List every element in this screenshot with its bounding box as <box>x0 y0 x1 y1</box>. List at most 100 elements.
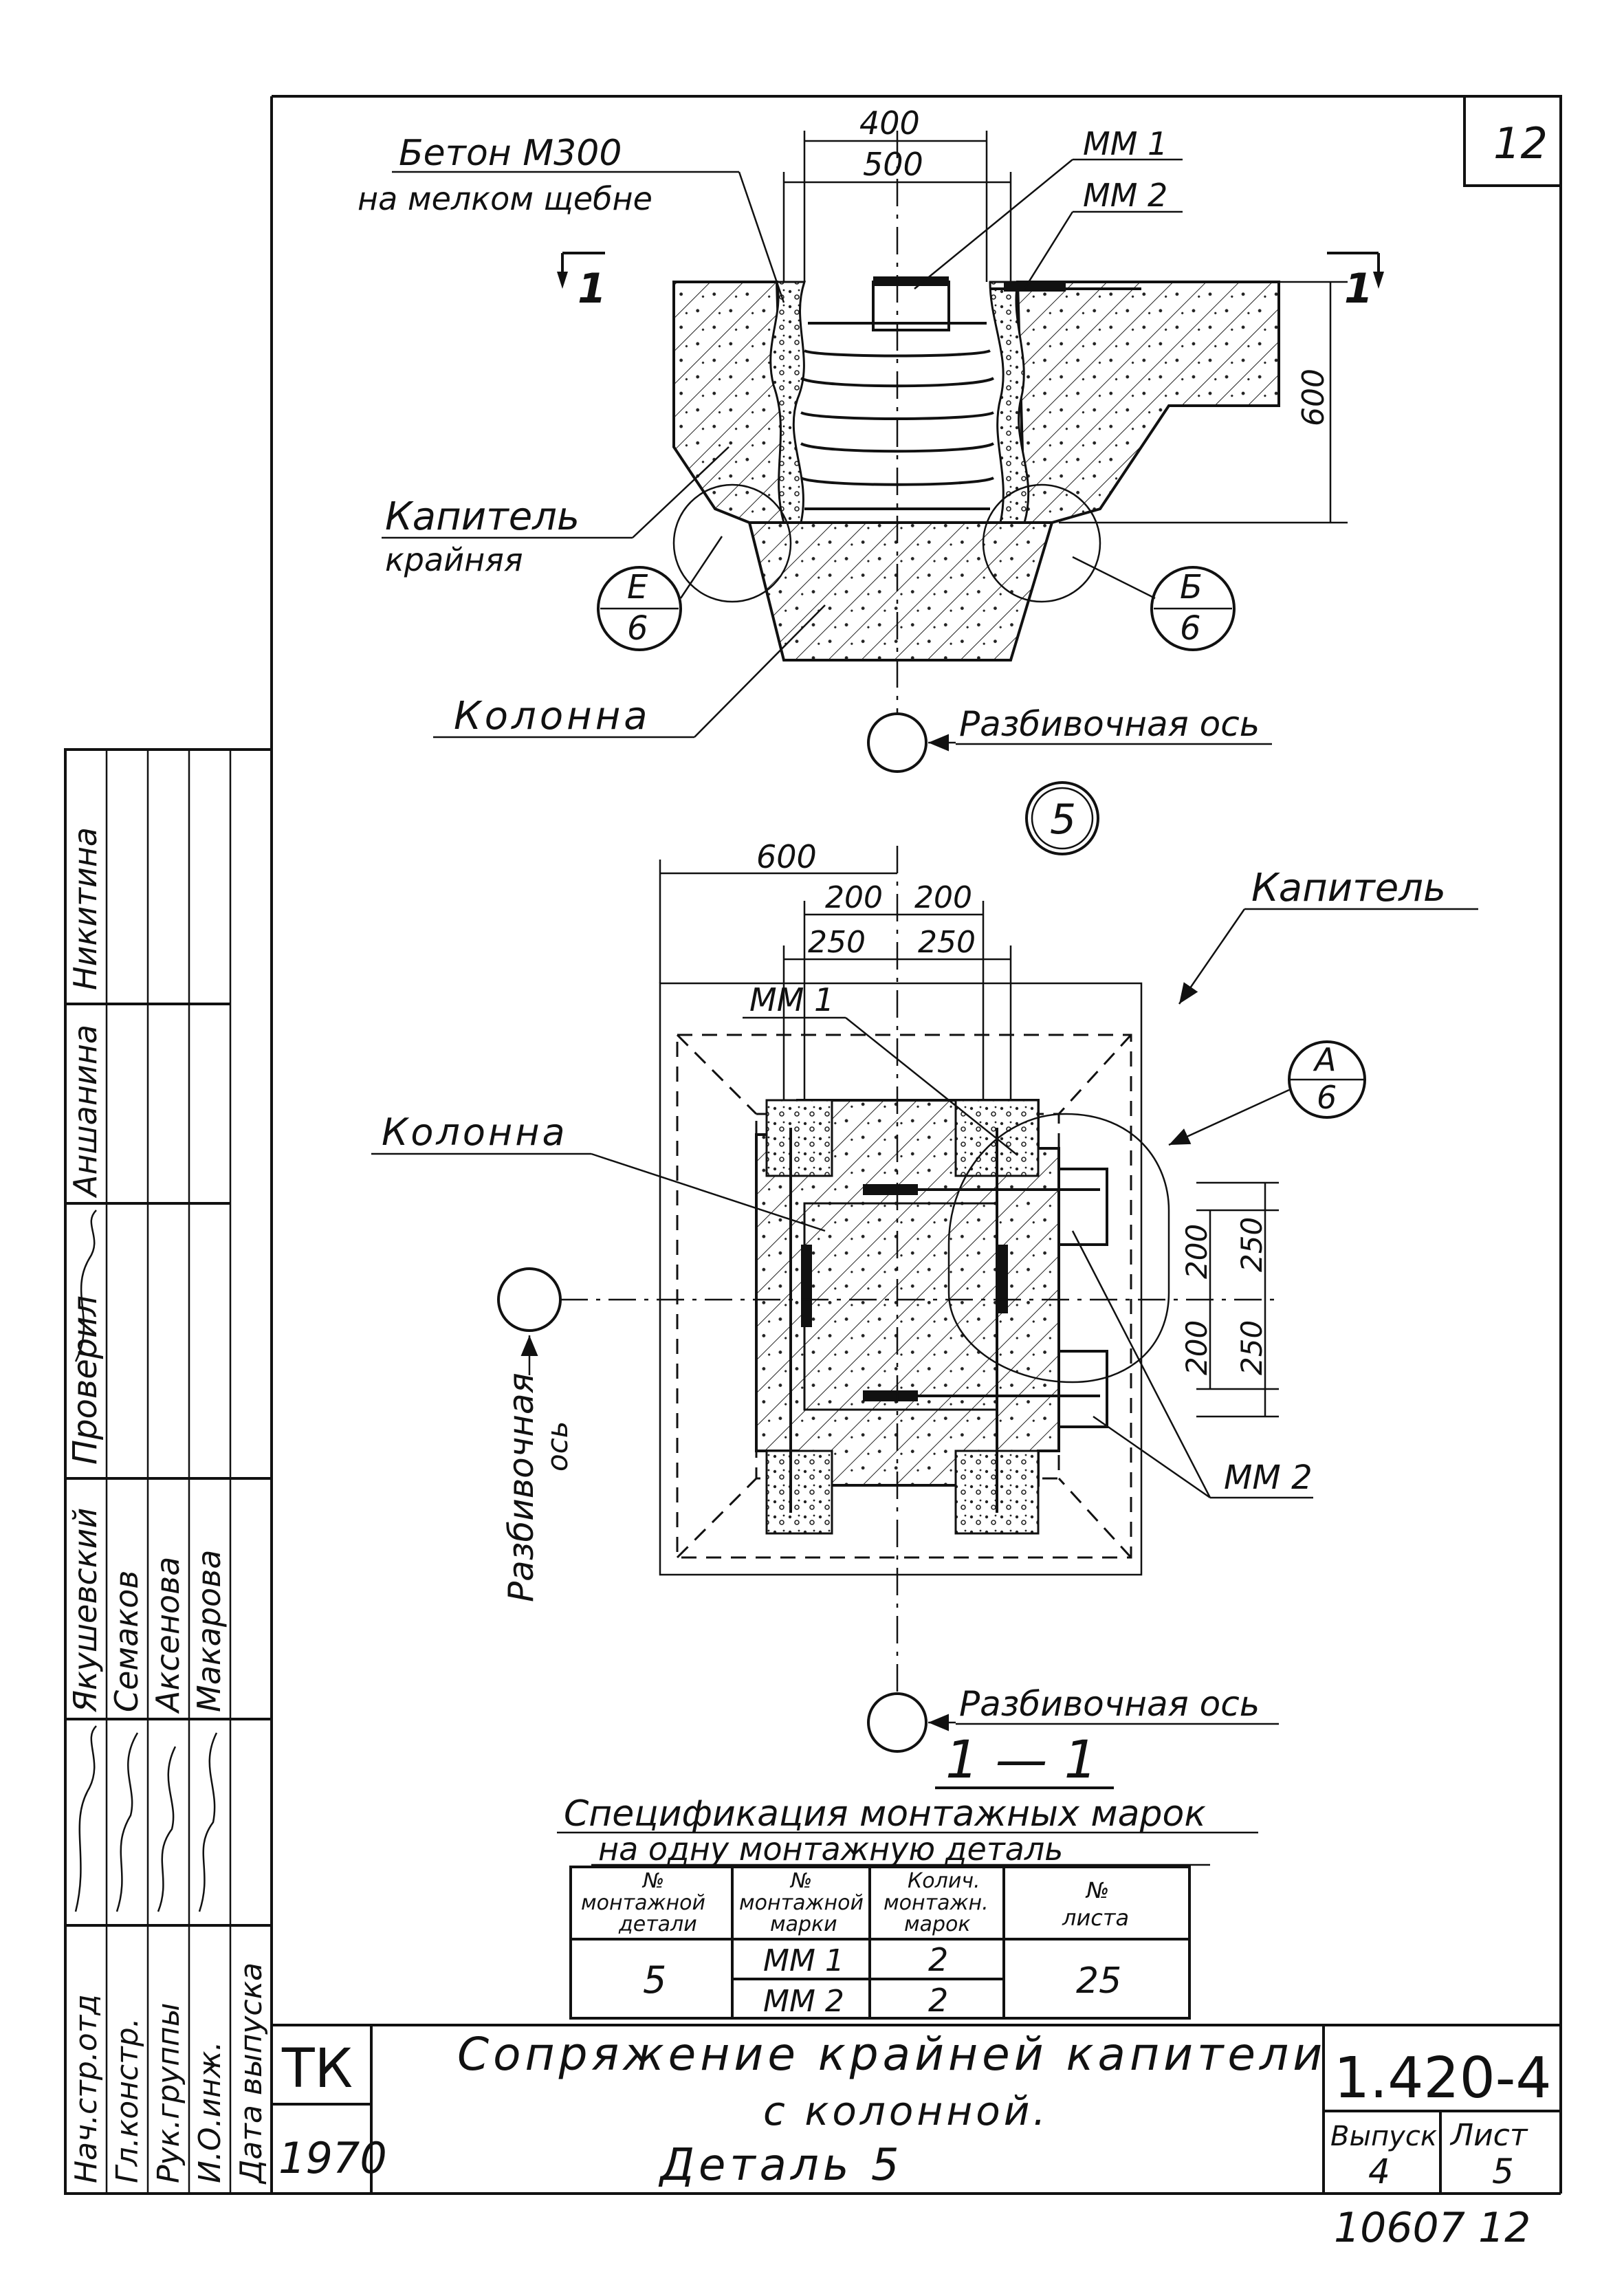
label-concrete-1: Бетон М300 <box>399 133 622 174</box>
title-line-3: Деталь 5 <box>658 2140 903 2191</box>
stamp-checked-name: Аншанина <box>67 1025 104 1199</box>
callout-b6-top: Б <box>1180 568 1203 606</box>
callout-e6-bottom: 6 <box>627 609 648 648</box>
spec-cell-detail: 5 <box>643 1958 666 2002</box>
spec-title-1: Спецификация монтажных марок <box>564 1793 1206 1835</box>
stamp-name: Якушевский <box>67 1508 104 1713</box>
mark-mm2-plan: ММ 2 <box>1224 1458 1313 1497</box>
stamp-name: Макарова <box>190 1550 228 1713</box>
title-line-1: Сопряжение крайней капители <box>457 2028 1326 2081</box>
spec-cell-qty: 2 <box>928 1982 948 2019</box>
spec-header: № <box>789 1869 812 1893</box>
stamp-roles: Нач.стр.отд Гл.констр. Рук.группы И.О.ин… <box>69 1963 269 2185</box>
section-marker-left <box>557 252 605 289</box>
year-label: 1970 <box>278 2133 387 2183</box>
callout-b6 <box>1072 556 1236 651</box>
sheet-value: 5 <box>1492 2152 1514 2191</box>
series-label: ТК <box>281 2038 353 2100</box>
label-axis-bottom: Разбивочная ось <box>959 1684 1260 1724</box>
dim-plan-250b: 250 <box>918 925 976 960</box>
label-axis-left-2: ось <box>540 1421 574 1472</box>
mark-mm2-top: ММ 2 <box>1083 177 1167 214</box>
sheet-label: Лист <box>1449 2118 1528 2153</box>
dim-400: 400 <box>859 105 920 142</box>
dim-right-200a: 200 <box>1180 1224 1214 1279</box>
detail-number: 5 <box>1050 796 1076 844</box>
callout-e6-top: Е <box>627 568 648 606</box>
spec-header: № <box>1085 1877 1109 1903</box>
spec-table <box>569 1866 1191 2020</box>
stamp-signatures <box>74 1210 218 1912</box>
stamp-checked-name: Никитина <box>67 827 104 990</box>
stamp-names: Якушевский Семаков Аксенова Макарова Про… <box>66 827 228 1714</box>
spec-header: детали <box>618 1912 697 1936</box>
spec-title-2: на одну монтажную деталь <box>598 1830 1063 1868</box>
stamp-name: Аксенова <box>149 1557 186 1714</box>
plan-view <box>560 846 1279 1692</box>
spec-header: № <box>641 1869 664 1893</box>
section-mark-right: 1 <box>1344 265 1373 313</box>
label-capital-2: крайняя <box>385 541 523 578</box>
axis-marker-bottom <box>867 1692 928 1753</box>
spec-cell-qty: 2 <box>928 1941 948 1978</box>
callout-e6 <box>597 536 723 651</box>
elevation-dimensions <box>782 131 1348 524</box>
title-line-2: с колонной. <box>763 2088 1049 2134</box>
sheet-corner-number: 12 <box>1493 118 1548 168</box>
stamp-role: Нач.стр.отд <box>69 1994 104 2183</box>
left-stamp <box>64 748 273 2195</box>
label-axis-left-1: Разбивочная <box>501 1373 541 1602</box>
stamp-role: И.О.инж. <box>193 2041 228 2183</box>
spec-cell-sheet: 25 <box>1076 1960 1121 2002</box>
title-block <box>272 2024 1561 2194</box>
label-capital-plan: Капитель <box>1251 866 1446 910</box>
dim-plan-200a: 200 <box>825 880 883 915</box>
spec-headers: № монтажной детали № монтажной марки Кол… <box>581 1869 1129 1936</box>
bottom-page: 12 <box>1478 2204 1530 2252</box>
dim-500: 500 <box>863 146 923 183</box>
spec-cell-mark: ММ 2 <box>763 1984 844 2019</box>
callout-a6 <box>1168 1040 1366 1146</box>
dim-plan-600: 600 <box>756 838 817 875</box>
dim-right-200b: 200 <box>1180 1320 1214 1375</box>
dim-plan-200b: 200 <box>914 880 972 915</box>
label-capital-1: Капитель <box>385 494 580 539</box>
section-title: 1 — 1 <box>945 1729 1097 1790</box>
stamp-role: Дата выпуска <box>234 1963 269 2185</box>
spec-header: марок <box>904 1912 971 1936</box>
dim-right-250a: 250 <box>1235 1217 1269 1272</box>
callout-a6-bottom: 6 <box>1317 1079 1337 1116</box>
stamp-checked-label: Проверил <box>66 1295 105 1465</box>
label-axis-elevation: Разбивочная ось <box>959 704 1260 744</box>
plan-dimensions <box>659 860 1279 1418</box>
stamp-name: Семаков <box>108 1571 145 1712</box>
spec-header: листа <box>1062 1905 1129 1931</box>
spec-header: марки <box>770 1912 837 1936</box>
stamp-role: Гл.констр. <box>110 2018 145 2183</box>
drawing-code: 1.420-4 <box>1334 2046 1552 2111</box>
elevation-view <box>672 131 1280 715</box>
label-column-elevation: Колонна <box>454 694 651 739</box>
callout-b6-bottom: 6 <box>1180 609 1201 648</box>
stamp-role: Рук.группы <box>151 2003 186 2184</box>
label-concrete-2: на мелком щебне <box>358 180 652 217</box>
axis-marker-elevation <box>867 712 928 773</box>
mark-mm1-top: ММ 1 <box>1083 125 1167 162</box>
spec-header: монтажной <box>739 1891 864 1915</box>
spec-rows: 5 ММ 1 2 25 ММ 2 2 <box>643 1941 1121 2019</box>
section-marker-right <box>1327 252 1384 289</box>
detail-number-circle <box>1025 781 1099 855</box>
axis-marker-left <box>497 1267 562 1332</box>
spec-header: Колич. <box>908 1869 980 1893</box>
callout-a6-top: А <box>1313 1041 1336 1078</box>
mark-mm1-plan: ММ 1 <box>749 981 834 1018</box>
bottom-number: 10607 <box>1334 2204 1465 2252</box>
spec-header: монтажн. <box>884 1891 989 1915</box>
dim-plan-250a: 250 <box>808 925 866 960</box>
spec-cell-mark: ММ 1 <box>763 1943 844 1978</box>
dim-600-height: 600 <box>1296 369 1331 426</box>
dim-right-250b: 250 <box>1235 1320 1269 1375</box>
section-mark-left: 1 <box>578 265 606 313</box>
label-column-plan: Колонна <box>382 1111 568 1154</box>
